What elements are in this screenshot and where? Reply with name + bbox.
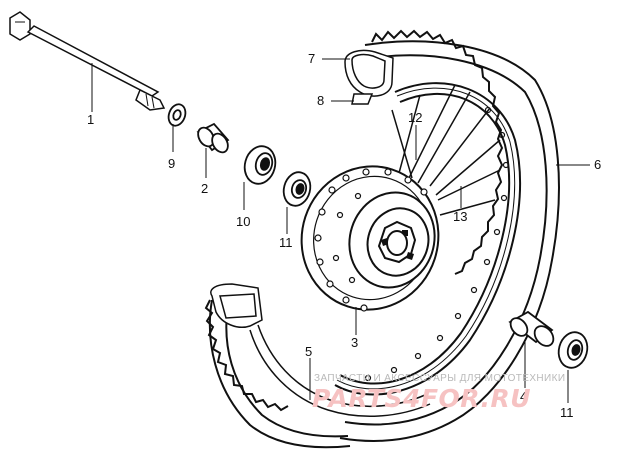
rim — [334, 82, 521, 396]
dust-seal — [243, 145, 277, 185]
callout-1: 1 — [87, 112, 95, 127]
callout-10: 10 — [236, 214, 251, 229]
callout-5: 5 — [305, 344, 313, 359]
axle — [9, 11, 166, 111]
leader-lines — [91, 58, 590, 403]
callout-3: 3 — [351, 335, 359, 350]
hub — [300, 165, 440, 312]
callout-12: 12 — [408, 110, 423, 125]
callout-6: 6 — [594, 157, 602, 172]
bearing-lower — [557, 331, 589, 369]
callout-7: 7 — [308, 51, 316, 66]
callout-11-upper: 11 — [279, 235, 293, 250]
callout-9: 9 — [168, 156, 176, 171]
watermark-logo: PARTS4FOR.RU — [312, 384, 532, 413]
washer — [167, 103, 187, 127]
watermark-tagline: ЗАПЧАСТИ И АКСЕССУАРЫ ДЛЯ МОТОТЕХНИКИ — [314, 373, 566, 384]
valve-band — [210, 283, 263, 328]
collar-lower — [508, 310, 555, 347]
rim-band — [344, 49, 394, 105]
callout-4: 4 — [520, 389, 528, 404]
inner-tube — [249, 324, 431, 417]
callout-13: 13 — [453, 209, 468, 224]
bearing-upper — [282, 171, 312, 207]
rim-holes — [364, 106, 510, 382]
callout-8: 8 — [317, 93, 325, 108]
tire — [204, 29, 560, 449]
collar — [196, 122, 230, 154]
callout-2: 2 — [201, 181, 209, 196]
callout-11-lower: 11 — [560, 405, 574, 420]
